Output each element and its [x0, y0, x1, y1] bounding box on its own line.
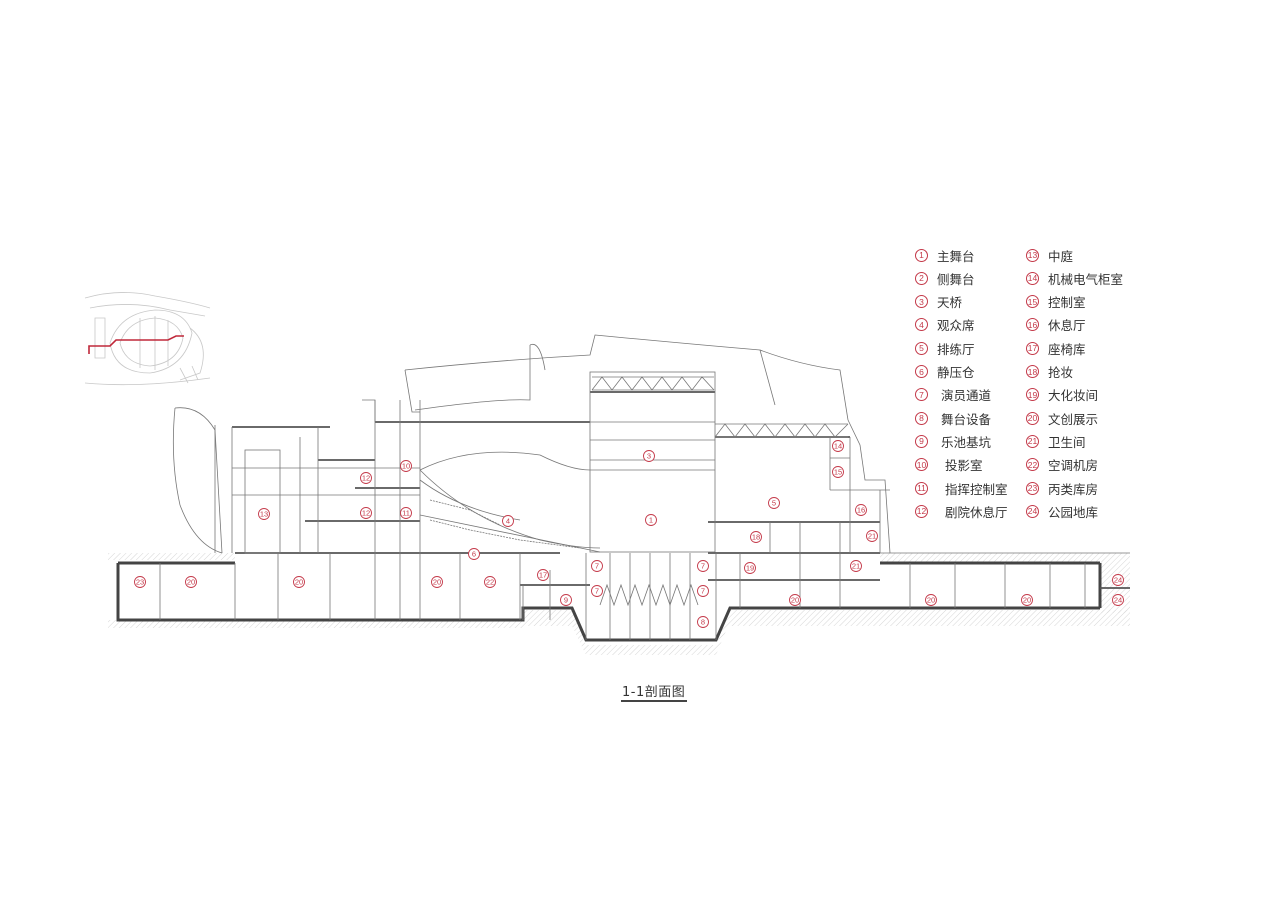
legend-number-badge: 4 [915, 318, 928, 332]
legend-number-badge: 10 [915, 458, 928, 472]
svg-text:4: 4 [506, 517, 510, 526]
svg-text:20: 20 [187, 578, 195, 587]
legend-number-badge: 15 [1026, 295, 1039, 309]
svg-text:19: 19 [746, 564, 754, 573]
legend-number-badge: 11 [915, 481, 928, 495]
svg-text:17: 17 [539, 571, 547, 580]
svg-text:20: 20 [927, 596, 935, 605]
legend-number-badge: 5 [915, 341, 928, 355]
svg-text:3: 3 [647, 452, 651, 461]
svg-text:9: 9 [564, 596, 568, 605]
svg-text:13: 13 [260, 510, 268, 519]
svg-text:24: 24 [1114, 596, 1122, 605]
svg-text:6: 6 [472, 550, 476, 559]
svg-text:20: 20 [295, 578, 303, 587]
svg-text:20: 20 [791, 596, 799, 605]
legend-number-badge: 12 [915, 504, 928, 518]
svg-text:8: 8 [701, 618, 705, 627]
svg-text:10: 10 [402, 462, 410, 471]
legend-number-badge: 7 [915, 388, 928, 402]
title-underline [621, 700, 687, 702]
legend-number-badge: 9 [915, 434, 928, 448]
legend-number-badge: 24 [1026, 504, 1039, 518]
legend-number-badge: 6 [915, 365, 928, 378]
legend-number-badge: 22 [1026, 458, 1039, 472]
section-room-labels [134, 440, 1124, 628]
svg-text:22: 22 [486, 578, 494, 587]
svg-text:16: 16 [857, 506, 865, 515]
svg-text:7: 7 [701, 587, 705, 596]
svg-text:12: 12 [362, 474, 370, 483]
key-plan-thumbnail [84, 292, 211, 386]
svg-text:23: 23 [136, 578, 144, 587]
legend-number-badge: 20 [1026, 411, 1039, 425]
svg-text:21: 21 [852, 562, 860, 571]
svg-text:20: 20 [433, 578, 441, 587]
svg-text:14: 14 [834, 442, 842, 451]
svg-text:7: 7 [595, 562, 599, 571]
svg-text:21: 21 [868, 532, 876, 541]
svg-text:7: 7 [595, 587, 599, 596]
drawing-title: 1-1剖面图 [622, 685, 686, 700]
svg-text:1: 1 [649, 516, 653, 525]
svg-text:5: 5 [772, 499, 776, 508]
legend-number-badge: 1 [915, 248, 928, 262]
section-room-label-text: 1 3 4 5 6 7 7 7 7 8 9 10 11 12 12 13 14 … [136, 442, 1122, 627]
legend-number-badge: 18 [1026, 365, 1039, 378]
svg-text:7: 7 [701, 562, 705, 571]
legend-number-badge: 13 [1026, 248, 1039, 262]
svg-text:20: 20 [1023, 596, 1031, 605]
legend-number-badge: 2 [915, 271, 928, 285]
svg-text:11: 11 [402, 509, 410, 518]
legend-number-badge: 8 [915, 411, 928, 425]
svg-text:15: 15 [834, 468, 842, 477]
legend-number-badge: 3 [915, 295, 928, 309]
legend-number-badge: 17 [1026, 341, 1039, 355]
legend-number-badge: 16 [1026, 318, 1039, 332]
svg-text:12: 12 [362, 509, 370, 518]
svg-text:18: 18 [752, 533, 760, 542]
svg-text:24: 24 [1114, 576, 1122, 585]
legend-number-badge: 21 [1026, 434, 1039, 448]
legend-number-badge: 23 [1026, 481, 1039, 495]
legend-number-badge: 19 [1026, 388, 1039, 402]
legend-number-badge: 14 [1026, 271, 1039, 285]
